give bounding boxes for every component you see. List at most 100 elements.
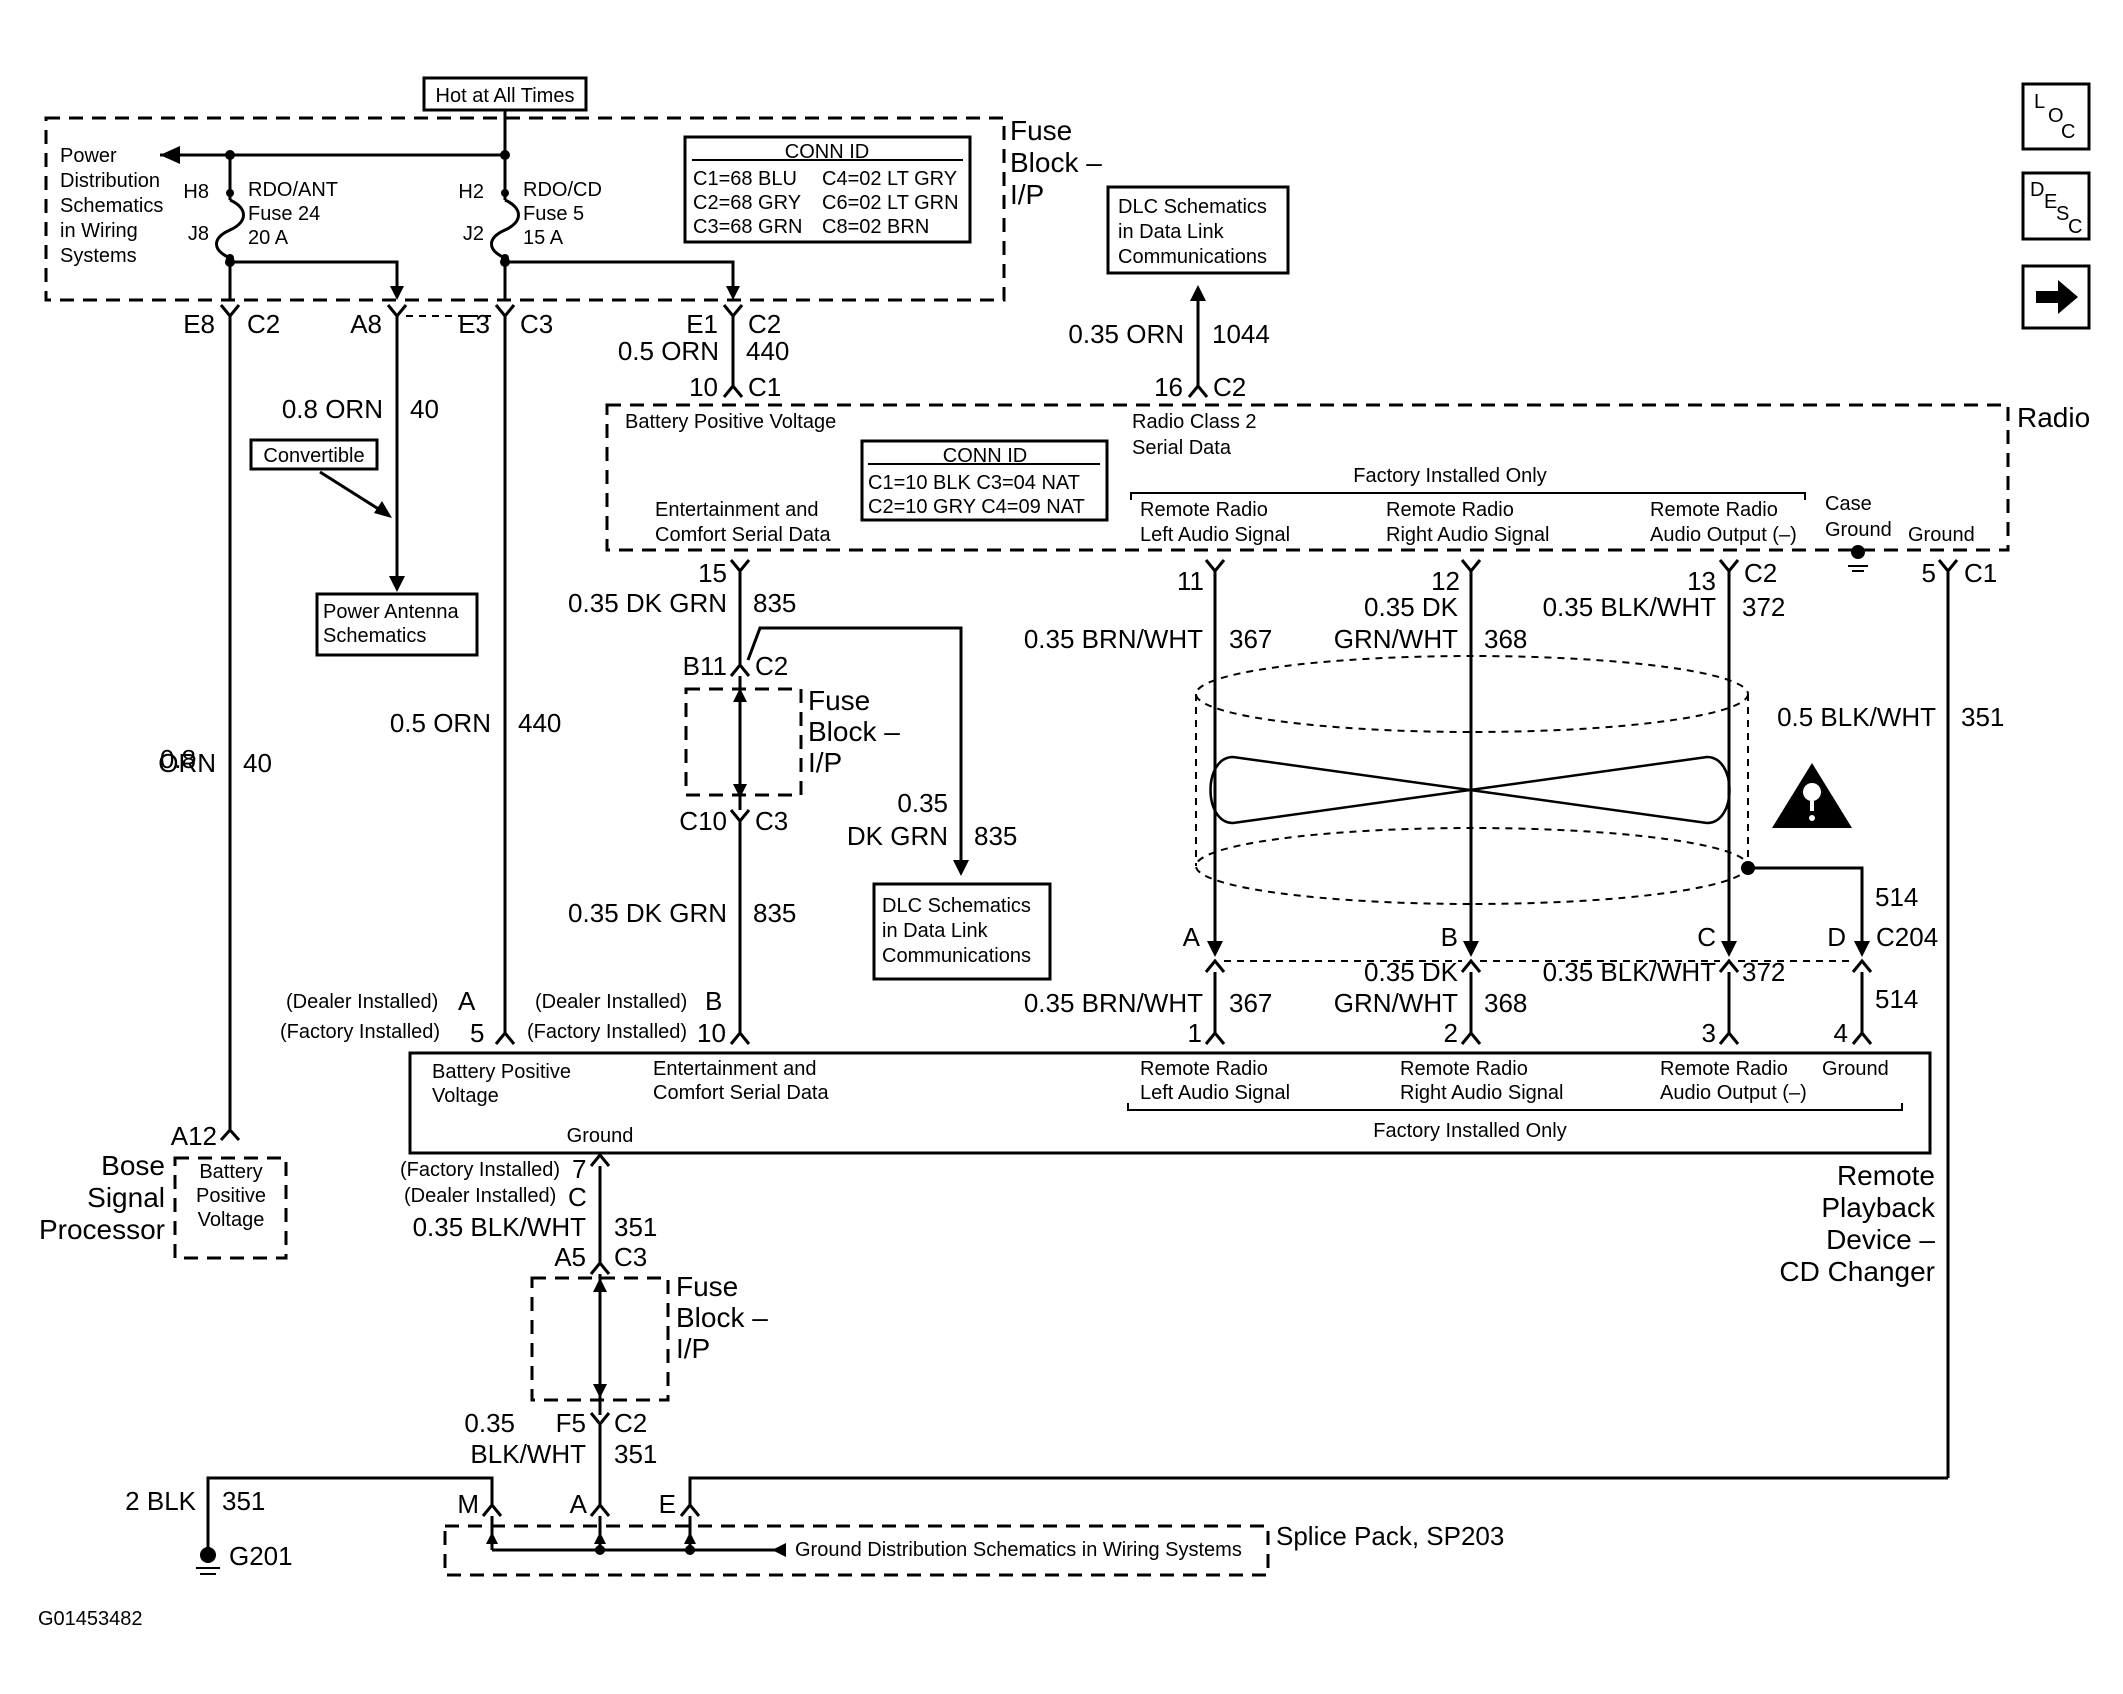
svg-text:Left Audio Signal: Left Audio Signal [1140, 1082, 1290, 1104]
dlc-schematics-mid[interactable]: DLC Schematics in Data Link Communicatio… [872, 882, 1052, 981]
ground-distribution-link[interactable]: Ground Distribution Schematics in Wiring… [795, 1539, 1242, 1561]
figure-id: G01453482 [38, 1608, 143, 1630]
svg-text:E3: E3 [458, 309, 490, 339]
conn-id-radio: CONN ID C1=10 BLK C3=04 NAT C2=10 GRY C4… [860, 439, 1109, 522]
svg-text:Block –: Block – [808, 716, 900, 747]
svg-text:1044: 1044 [1212, 319, 1270, 349]
svg-text:(Factory Installed): (Factory Installed) [400, 1159, 560, 1181]
splice-pack-pins: M A E [457, 1489, 701, 1519]
svg-text:Entertainment and: Entertainment and [653, 1058, 816, 1080]
svg-text:C3: C3 [520, 309, 553, 339]
svg-text:Audio Output (–): Audio Output (–) [1660, 1082, 1807, 1104]
svg-text:Block –: Block – [676, 1302, 768, 1333]
fuse-block-output-connectors: E8 C2 A8 E3 C3 E1 C2 [183, 304, 781, 339]
svg-text:in Wiring: in Wiring [60, 220, 138, 242]
svg-text:Battery Positive Voltage: Battery Positive Voltage [625, 411, 836, 433]
radio-outline [605, 403, 2010, 552]
svg-text:O: O [2048, 105, 2064, 127]
desc-button[interactable]: D E S C [2021, 171, 2091, 241]
svg-text:Schematics: Schematics [323, 625, 426, 647]
svg-text:40: 40 [410, 394, 439, 424]
svg-text:368: 368 [1484, 624, 1527, 654]
radio-label: Radio [2017, 402, 2090, 433]
svg-text:Power: Power [60, 145, 117, 167]
conn-id-fuse-block: CONN ID C1=68 BLU C4=02 LT GRY C2=68 GRY… [683, 135, 972, 244]
svg-text:A12: A12 [171, 1121, 217, 1151]
fuse-rdo-ant: H8 J8 RDO/ANT Fuse 24 20 A [183, 155, 338, 300]
svg-text:0.35 DK: 0.35 DK [1364, 592, 1459, 622]
bose-processor-outline [173, 1156, 288, 1260]
svg-text:Device –: Device – [1826, 1224, 1935, 1255]
svg-text:368: 368 [1484, 988, 1527, 1018]
svg-text:0.35 DK GRN: 0.35 DK GRN [568, 898, 727, 928]
svg-text:C: C [2068, 216, 2082, 238]
svg-text:I/P: I/P [1010, 179, 1044, 210]
svg-text:E8: E8 [183, 309, 215, 339]
svg-text:Distribution: Distribution [60, 170, 160, 192]
dlc-schematics-top[interactable]: DLC Schematics in Data Link Communicatio… [1106, 185, 1290, 275]
svg-text:Serial Data: Serial Data [1132, 437, 1232, 459]
svg-text:C3: C3 [614, 1242, 647, 1272]
svg-text:0.35 ORN: 0.35 ORN [1068, 319, 1184, 349]
svg-text:C2: C2 [755, 651, 788, 681]
svg-text:Fuse: Fuse [676, 1271, 738, 1302]
next-page-button[interactable] [2021, 264, 2091, 330]
svg-text:20 A: 20 A [248, 227, 289, 249]
svg-text:M: M [457, 1489, 479, 1519]
svg-text:J2: J2 [463, 223, 484, 245]
fuse-block-mid-outline [684, 687, 803, 797]
svg-text:Remote Radio: Remote Radio [1400, 1058, 1528, 1080]
svg-text:2: 2 [1444, 1018, 1458, 1048]
radio-internal-labels: Battery Positive Voltage Radio Class 2 S… [625, 411, 1975, 572]
svg-text:440: 440 [746, 336, 789, 366]
splice-pack-outline [443, 1524, 1270, 1577]
svg-text:Bose: Bose [101, 1150, 165, 1181]
svg-text:C2: C2 [1744, 558, 1777, 588]
svg-text:Remote Radio: Remote Radio [1386, 499, 1514, 521]
svg-text:A: A [458, 986, 476, 1016]
svg-text:Playback: Playback [1821, 1192, 1936, 1223]
svg-text:0.35 BLK/WHT: 0.35 BLK/WHT [1543, 592, 1717, 622]
svg-text:Systems: Systems [60, 245, 137, 267]
cd-changer-internal-labels: Battery Positive Voltage Entertainment a… [432, 1058, 1903, 1147]
svg-text:7: 7 [572, 1154, 586, 1184]
svg-text:D: D [2030, 179, 2044, 201]
svg-text:Radio Class 2: Radio Class 2 [1132, 411, 1257, 433]
fuse-block-low-outline [530, 1276, 670, 1402]
svg-text:C: C [1697, 922, 1716, 952]
svg-text:Factory Installed Only: Factory Installed Only [1353, 465, 1546, 487]
svg-text:I/P: I/P [808, 747, 842, 778]
svg-text:GRN/WHT: GRN/WHT [1334, 988, 1458, 1018]
svg-text:E1: E1 [686, 309, 718, 339]
svg-text:835: 835 [753, 588, 796, 618]
svg-text:E: E [659, 1489, 676, 1519]
power-antenna-schematics[interactable]: Power Antenna Schematics [315, 592, 479, 657]
svg-text:Schematics: Schematics [60, 195, 163, 217]
svg-text:0.35 BLK/WHT: 0.35 BLK/WHT [413, 1212, 587, 1242]
loc-button[interactable]: L O C [2021, 82, 2091, 151]
svg-text:Battery Positive: Battery Positive [432, 1061, 571, 1083]
svg-text:10: 10 [697, 1018, 726, 1048]
svg-text:Remote Radio: Remote Radio [1660, 1058, 1788, 1080]
svg-text:0.35 DK GRN: 0.35 DK GRN [568, 588, 727, 618]
svg-text:Right Audio Signal: Right Audio Signal [1386, 524, 1549, 546]
svg-text:RDO/CD: RDO/CD [523, 179, 602, 201]
svg-text:0.5 ORN: 0.5 ORN [390, 708, 491, 738]
svg-text:351: 351 [614, 1439, 657, 1469]
svg-text:0.35: 0.35 [897, 788, 948, 818]
svg-text:5: 5 [470, 1018, 484, 1048]
svg-text:C2=10 GRY C4=09 NAT: C2=10 GRY C4=09 NAT [868, 496, 1085, 518]
svg-text:Power Antenna: Power Antenna [323, 601, 460, 623]
svg-text:Comfort Serial Data: Comfort Serial Data [653, 1082, 829, 1104]
svg-text:Ground: Ground [1908, 524, 1975, 546]
fuse-block-top-label: Fuse [1010, 115, 1072, 146]
svg-text:(Dealer Installed): (Dealer Installed) [535, 991, 687, 1013]
svg-text:CONN ID: CONN ID [943, 445, 1027, 467]
cd-changer-label: Remote Playback Device – CD Changer [1779, 1160, 1936, 1287]
svg-text:13: 13 [1687, 566, 1716, 596]
svg-text:0.35 BLK/WHT: 0.35 BLK/WHT [1543, 957, 1717, 987]
svg-text:Fuse: Fuse [808, 685, 870, 716]
svg-text:16: 16 [1154, 372, 1183, 402]
svg-text:A: A [570, 1489, 588, 1519]
svg-text:C: C [568, 1182, 587, 1212]
